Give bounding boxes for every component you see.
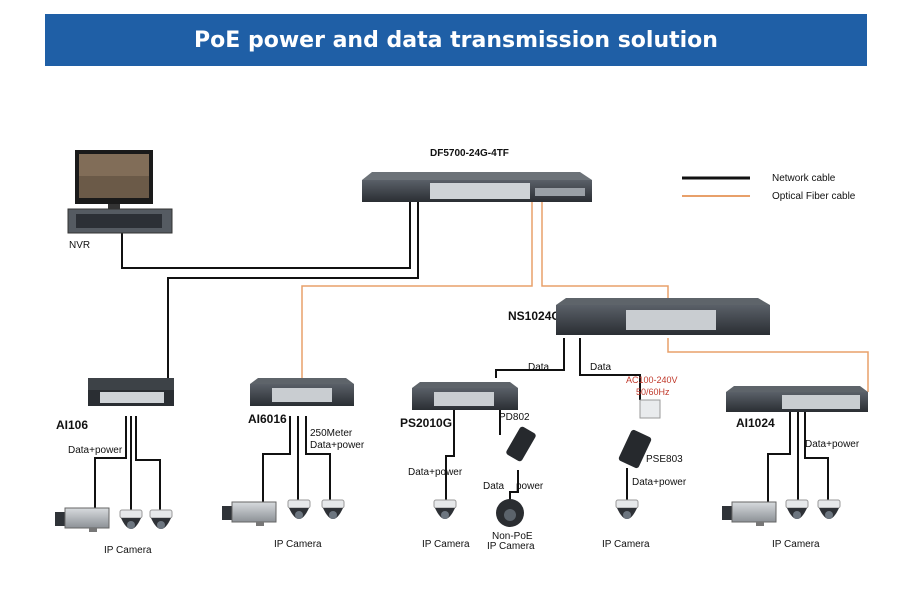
camera-label-ai6016: IP Camera [274,539,322,550]
ps2010-label: PS2010G [400,416,452,430]
ai6016-meter-label: 250Meter [310,428,353,439]
pse-uplink-cable [579,338,641,400]
pse-data-label: Data [590,362,612,373]
nvr-label: NVR [69,240,90,251]
pse803-label: PSE803 [646,454,683,465]
ai106-switch: AI106 [56,378,174,432]
power-outlet [639,399,661,419]
dome-camera [287,499,311,520]
ns1024-fiber [541,198,669,298]
dome-camera [321,499,345,520]
ai1024-fiber [667,338,869,392]
camera-label-ai106: IP Camera [104,545,152,556]
core-switch-label: DF5700-24G-4TF [430,148,509,159]
camera-label-pse: IP Camera [602,539,650,550]
core-switch: DF5700-24G-4TF [362,148,592,202]
ps2010-data-power-label: Data+power [408,467,463,478]
network-cables [94,198,829,510]
ai6016-switch: AI6016 [248,378,354,426]
ai1024-data-power-label: Data+power [805,439,860,450]
pd802-label: PD802 [499,412,530,423]
ps2010-uplink-cable [495,338,565,378]
dome-camera [785,499,809,520]
box-camera [722,501,777,526]
legend-network-label: Network cable [772,173,836,184]
pd-power-label: power [516,481,544,492]
ai6016-fiber [301,198,533,378]
dome-camera [119,509,143,530]
dome-camera [149,509,173,530]
ai6016-data-power-label: Data+power [310,440,365,451]
page-title: PoE power and data transmission solution [194,27,718,53]
ai106-label: AI106 [56,418,88,432]
dome-camera [615,499,639,520]
ai1024-switch: AI1024 [726,386,868,430]
nvr-station: NVR [67,150,173,251]
ps2010-data-label: Data [528,362,550,373]
ac-voltage-label: AC100-240V [626,375,678,385]
link-labels: Data+power 250Meter Data+power Data Data… [68,362,860,492]
pd802-device: PD802 [499,412,536,462]
nvr-to-core-cable [121,198,411,269]
ps2010-switch: PS2010G [400,382,518,430]
ac-frequency-label: 50/60Hz [636,387,670,397]
ns1024-label: NS1024G [508,309,561,323]
camera-label-ps2010: IP Camera [422,539,470,550]
pd-data-label: Data [483,481,505,492]
box-camera [55,507,110,532]
pse-data-power-label: Data+power [632,477,687,488]
fiber-cables [301,198,869,392]
legend: Network cable Optical Fiber cable [682,173,856,202]
dome-camera [817,499,841,520]
ai1024-label: AI1024 [736,416,775,430]
dome-camera [433,499,457,520]
pse803-device: AC100-240V 50/60Hz PSE803 [618,375,683,469]
cameras: IP Camera IP Camera IP Camera Non-PoE IP… [55,499,841,556]
legend-fiber-label: Optical Fiber cable [772,191,856,202]
title-banner: PoE power and data transmission solution [45,14,867,66]
box-camera [222,501,277,526]
ai106-data-power-label: Data+power [68,445,123,456]
ai6016-label: AI6016 [248,412,287,426]
ai106-uplink-cable [167,198,419,378]
ns1024-switch: NS1024G [508,298,770,335]
non-poe-label-2: IP Camera [487,541,535,552]
non-poe-label-1: Non-PoE [492,531,533,542]
camera-label-ai1024: IP Camera [772,539,820,550]
